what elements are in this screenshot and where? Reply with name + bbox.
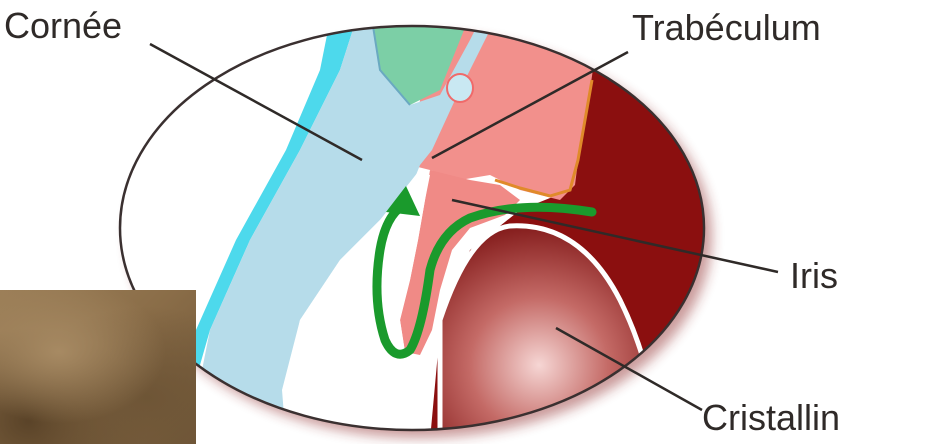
- label-cornea: Cornée: [4, 8, 122, 44]
- label-iris: Iris: [790, 258, 838, 294]
- schlemm-canal: [447, 74, 473, 102]
- textured-photo-inset: [0, 290, 196, 444]
- label-lens: Cristallin: [702, 400, 840, 436]
- label-trabecular: Trabéculum: [632, 10, 821, 46]
